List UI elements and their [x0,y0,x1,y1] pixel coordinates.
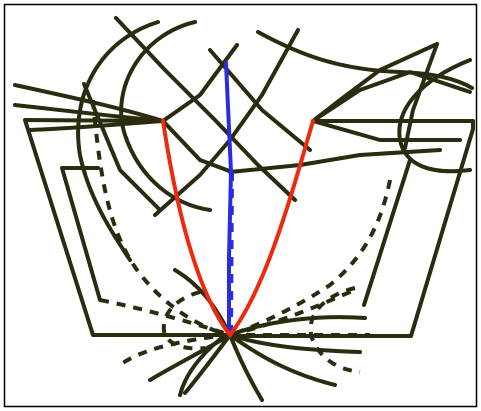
top-line-cross-c [114,16,297,202]
red-parabola [161,119,315,339]
left-arc-3 [13,83,165,123]
bottom-curve-c [228,333,337,387]
right-arc-1 [256,30,474,90]
blue-curve [224,61,234,334]
colored-curves-group [161,61,315,339]
right-fan-c [311,119,462,142]
bottom-curve-f [183,333,232,395]
left-arc-5 [28,119,165,132]
left-arc-1 [76,20,160,262]
dashed-right-arc [229,179,392,337]
frame-border [3,3,478,408]
right-arc-2 [397,58,472,174]
top-line-left [161,119,234,174]
dashed-curves-group [91,99,392,374]
dashed-right-rise [229,288,356,337]
right-fan-a [403,42,439,150]
dashed-left-loop [161,290,206,351]
bottom-curve-e [228,333,264,402]
left-arc-4 [13,103,165,123]
dark-curves-group [13,16,475,402]
dashed-left-short [99,298,231,337]
right-fan-d [228,148,442,174]
dashed-right-loop [308,286,361,374]
bottom-curve-d [178,333,227,397]
right-fan-b [311,70,472,123]
inner-quadrilateral [60,158,412,307]
bottom-curve-right [228,315,367,337]
bottom-curve-b [228,333,362,354]
dashed-left-fan [118,333,231,367]
